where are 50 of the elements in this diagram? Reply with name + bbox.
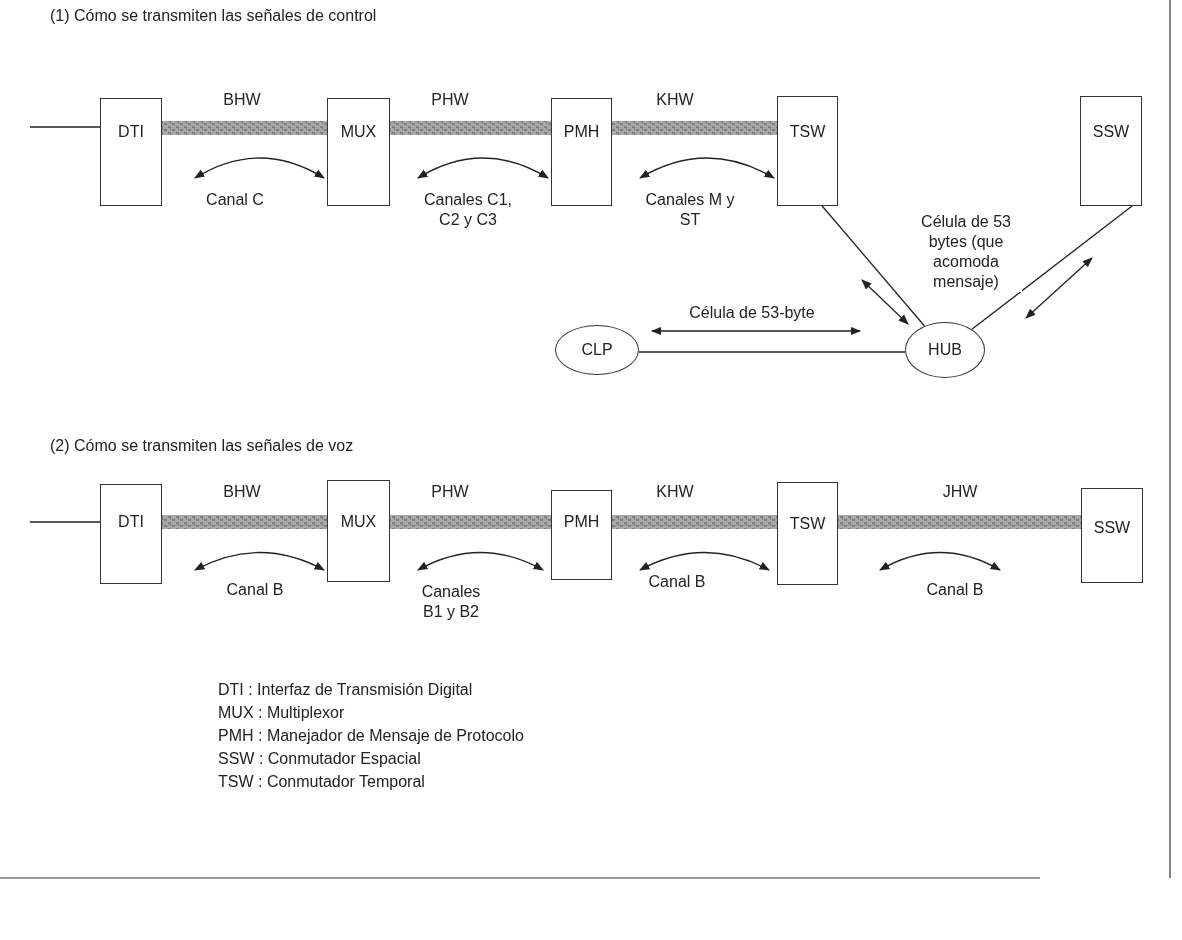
- double-arrow: [639, 551, 770, 571]
- unit-box: [327, 480, 390, 582]
- double-arrow: [417, 551, 544, 571]
- unit-box: [551, 490, 612, 580]
- highway-bar: [390, 121, 551, 135]
- unit-box: [777, 482, 838, 585]
- double-arrow: [194, 157, 325, 179]
- double-arrow: [650, 326, 862, 336]
- connector-line: [29, 126, 101, 128]
- unit-name: PMH: [563, 513, 600, 531]
- edge-label: Célula de 53-byte: [687, 303, 817, 323]
- unit-name: TSW: [789, 123, 826, 141]
- unit-name: PMH: [563, 123, 600, 141]
- legend-entry: MUX : Multiplexor: [218, 703, 345, 723]
- double-arrow: [417, 157, 549, 179]
- unit-box: [327, 98, 390, 206]
- connector-line: [29, 521, 101, 523]
- highway-bar: [838, 515, 1081, 529]
- unit-name: SSW: [1093, 519, 1131, 537]
- unit-box: [1080, 96, 1142, 206]
- unit-box: [1081, 488, 1143, 583]
- legend-entry: SSW : Conmutador Espacial: [218, 749, 421, 769]
- section-heading: (1) Cómo se transmiten las señales de control: [50, 6, 377, 26]
- unit-box: [100, 484, 162, 584]
- unit-name: TSW: [789, 515, 826, 533]
- double-arrow: [879, 551, 1001, 571]
- unit-name: CLP: [581, 341, 613, 359]
- highway-bar: [162, 121, 327, 135]
- legend-entry: TSW : Conmutador Temporal: [218, 772, 425, 792]
- connector-line: [971, 205, 1133, 330]
- connector-line: [638, 351, 906, 353]
- unit-box: [777, 96, 838, 206]
- highway-bar: [612, 121, 777, 135]
- legend-entry: PMH : Manejador de Mensaje de Protocolo: [218, 726, 524, 746]
- legend-entry: DTI : Interfaz de Transmisión Digital: [218, 680, 473, 700]
- connector-line: [821, 205, 926, 327]
- unit-box: [100, 98, 162, 206]
- section-heading: (2) Cómo se transmiten las señales de voz: [50, 436, 354, 456]
- double-arrow: [639, 157, 775, 179]
- unit-name: MUX: [340, 123, 377, 141]
- unit-name: DTI: [118, 513, 144, 531]
- unit-name: SSW: [1092, 123, 1130, 141]
- unit-box: [551, 98, 612, 206]
- double-arrow: [194, 551, 325, 571]
- unit-name: MUX: [340, 513, 377, 531]
- unit-name: DTI: [118, 123, 144, 141]
- unit-name: HUB: [928, 341, 962, 359]
- highway-bar: [612, 515, 777, 529]
- highway-bar: [390, 515, 551, 529]
- highway-bar: [162, 515, 327, 529]
